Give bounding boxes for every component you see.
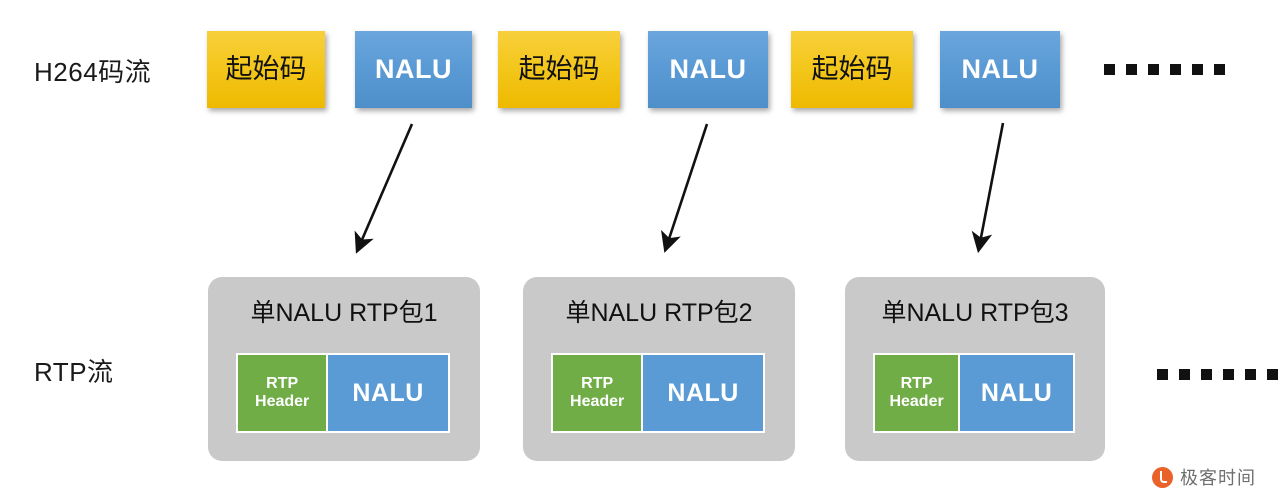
rtp-header-line-2: Header	[889, 393, 944, 410]
rtp-packet-1-header-cell: RTP Header	[238, 355, 329, 431]
rtp-packet-1-body: RTP Header NALU	[236, 353, 450, 433]
ellipsis-dot	[1201, 369, 1212, 380]
rtp-header-line-1: RTP	[266, 375, 299, 393]
h264-block-start-code-2: 起始码	[498, 31, 620, 108]
rtp-packet-1: 单NALU RTP包1 RTP Header NALU	[208, 277, 480, 461]
rtp-stream-ellipsis	[1157, 369, 1278, 380]
h264-block-start-code-3: 起始码	[791, 31, 913, 108]
watermark-label: 极客时间	[1180, 468, 1256, 488]
h264-block-nalu-1: NALU	[355, 31, 472, 108]
arrow-nalu1-to-packet1	[354, 123, 414, 254]
h264-block-start-code-1: 起始码	[207, 31, 325, 108]
geekbang-logo-icon	[1152, 466, 1173, 488]
h264-block-nalu-2: NALU	[648, 31, 768, 108]
rtp-header-line-1: RTP	[581, 375, 614, 393]
ellipsis-dot	[1170, 64, 1181, 75]
rtp-packet-2-payload-cell: NALU	[643, 355, 763, 431]
rtp-packet-3-body: RTP Header NALU	[873, 353, 1075, 433]
rtp-packet-3-title: 单NALU RTP包3	[881, 299, 1069, 327]
h264-block-nalu-3: NALU	[940, 31, 1060, 108]
rtp-header-line-2: Header	[570, 393, 625, 410]
ellipsis-dot	[1267, 369, 1278, 380]
rtp-packet-2-title: 单NALU RTP包2	[565, 299, 753, 327]
ellipsis-dot	[1179, 369, 1190, 380]
rtp-packet-2-body: RTP Header NALU	[551, 353, 765, 433]
row-label-h264-stream: H264码流	[34, 57, 152, 87]
rtp-packet-3: 单NALU RTP包3 RTP Header NALU	[845, 277, 1105, 461]
ellipsis-dot	[1148, 64, 1159, 75]
ellipsis-dot	[1126, 64, 1137, 75]
rtp-packet-3-header-cell: RTP Header	[875, 355, 961, 431]
rtp-header-line-2: Header	[255, 393, 310, 410]
h264-stream-ellipsis	[1104, 64, 1225, 75]
arrow-nalu2-to-packet2	[661, 123, 709, 253]
watermark: 极客时间	[1152, 464, 1256, 490]
rtp-packet-2: 单NALU RTP包2 RTP Header NALU	[523, 277, 795, 461]
rtp-packet-1-payload-cell: NALU	[328, 355, 448, 431]
rtp-packet-2-header-cell: RTP Header	[553, 355, 644, 431]
rtp-header-line-1: RTP	[900, 375, 933, 393]
ellipsis-dot	[1245, 369, 1256, 380]
ellipsis-dot	[1104, 64, 1115, 75]
rtp-packet-1-title: 单NALU RTP包1	[250, 299, 438, 327]
rtp-packet-3-payload-cell: NALU	[960, 355, 1073, 431]
ellipsis-dot	[1192, 64, 1203, 75]
arrow-nalu3-to-packet3	[971, 122, 1005, 254]
ellipsis-dot	[1214, 64, 1225, 75]
row-label-rtp-stream: RTP流	[34, 357, 114, 387]
ellipsis-dot	[1223, 369, 1234, 380]
ellipsis-dot	[1157, 369, 1168, 380]
